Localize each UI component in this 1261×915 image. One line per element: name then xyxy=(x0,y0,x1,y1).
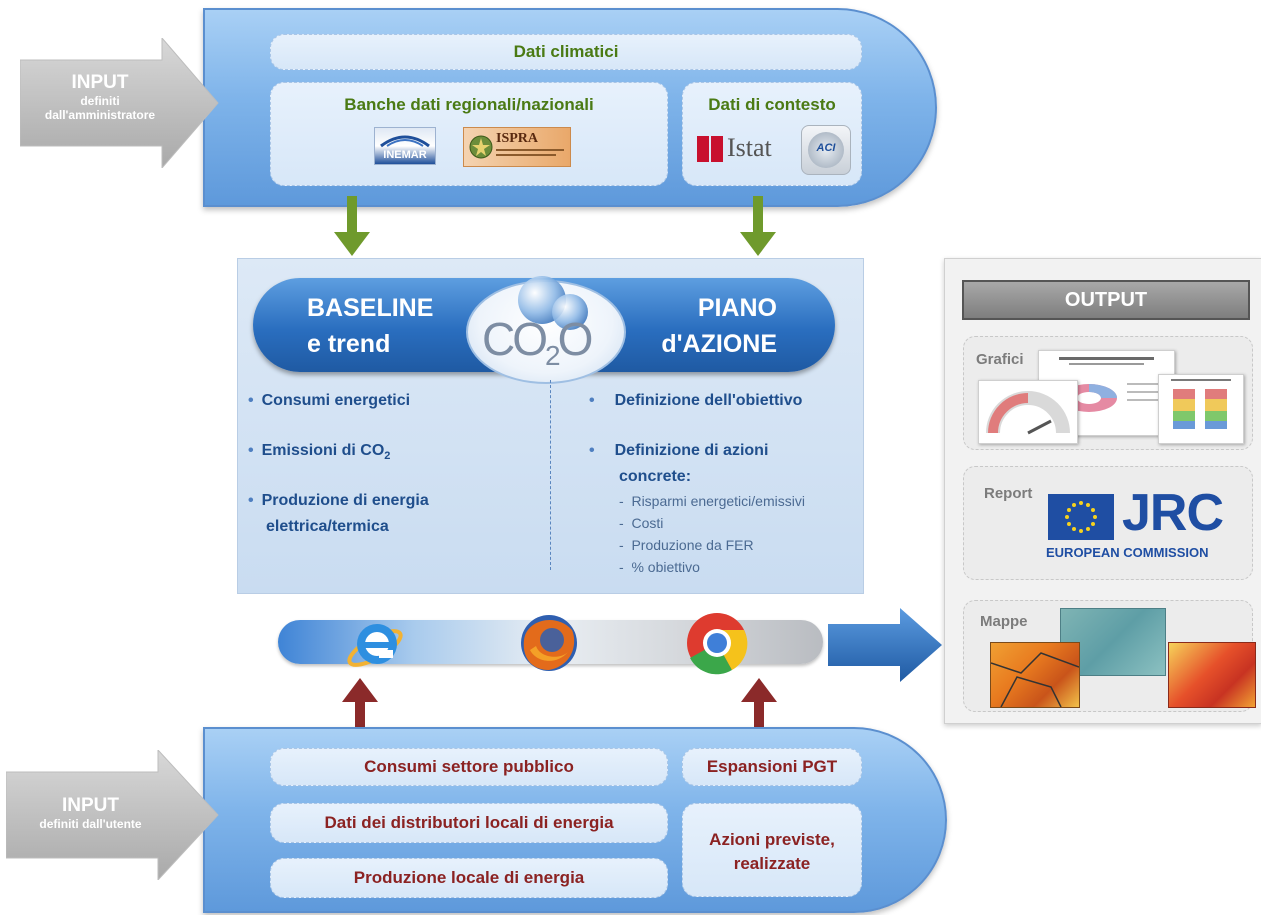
output-charts-label: Grafici xyxy=(976,351,1024,368)
internet-explorer-icon xyxy=(347,624,403,667)
inemar-logo: INEMAR xyxy=(374,127,436,165)
eu-flag-icon xyxy=(1048,494,1114,540)
regional-data-panel: Banche dati regionali/nazionali INEMAR I… xyxy=(270,82,668,186)
red-arrow-left xyxy=(342,678,378,748)
green-arrow-right xyxy=(740,196,776,256)
sub-item-risparmi: - Risparmi energetici/emissivi xyxy=(619,493,805,509)
output-maps-label: Mappe xyxy=(980,613,1028,630)
co2-logo-text: CO2O xyxy=(482,313,593,372)
list-item-azioni: •Definizione di azioni xyxy=(589,442,769,459)
sub-item-obiettivo: - % obiettivo xyxy=(619,559,700,575)
admin-input-sub1: definiti xyxy=(80,94,120,108)
column-divider xyxy=(550,380,551,570)
climate-data-panel: Dati climatici xyxy=(270,34,862,70)
public-consumption-label: Consumi settore pubblico xyxy=(364,757,574,776)
list-item-azioni-line2: concrete: xyxy=(619,468,692,485)
chart-thumbnail-bars xyxy=(1158,374,1244,444)
user-input-title: INPUT xyxy=(62,795,119,816)
output-report-label: Report xyxy=(984,485,1033,502)
pgt-expansions-label: Espansioni PGT xyxy=(706,757,838,776)
local-distributors-label: Dati dei distributori locali di energia xyxy=(324,813,614,832)
regional-data-label: Banche dati regionali/nazionali xyxy=(344,95,594,114)
european-commission-text: EUROPEAN COMMISSION xyxy=(1046,545,1209,560)
planned-actions-line1: Azioni previste, xyxy=(709,830,835,849)
planned-actions-panel: Azioni previste, realizzate xyxy=(682,803,862,897)
admin-input-sub2: dall'amministratore xyxy=(44,108,156,122)
baseline-header: BASELINE e trend xyxy=(307,294,434,358)
action-plan-header: PIANO d'AZIONE xyxy=(661,294,777,358)
context-data-label: Dati di contesto xyxy=(708,95,836,114)
map-thumbnail-orange xyxy=(990,642,1080,708)
user-input-arrow xyxy=(6,750,219,880)
chart-thumbnail-gauge xyxy=(978,380,1078,444)
sub-item-fer: - Produzione da FER xyxy=(619,537,754,553)
list-item-produzione: •Produzione di energia xyxy=(248,492,429,509)
user-input-sub: definiti dall'utente xyxy=(39,817,142,831)
output-title: OUTPUT xyxy=(962,280,1250,320)
local-production-panel: Produzione locale di energia xyxy=(270,858,668,898)
local-distributors-panel: Dati dei distributori locali di energia xyxy=(270,803,668,843)
public-consumption-panel: Consumi settore pubblico xyxy=(270,748,668,786)
admin-input-arrow xyxy=(20,38,219,168)
list-item-obiettivo: •Definizione dell'obiettivo xyxy=(589,392,803,409)
ispra-logo: ISPRA xyxy=(463,127,571,167)
planned-actions-line2: realizzate xyxy=(733,854,811,873)
green-arrow-left xyxy=(334,196,370,256)
map-thumbnail-red xyxy=(1168,642,1256,708)
chrome-icon xyxy=(687,613,748,675)
aci-logo: ACI xyxy=(801,125,851,175)
list-item-produzione-line2: elettrica/termica xyxy=(266,518,389,535)
red-arrow-right xyxy=(741,678,777,748)
local-production-label: Produzione locale di energia xyxy=(353,868,585,887)
sub-item-costi: - Costi xyxy=(619,515,664,531)
admin-input-title: INPUT xyxy=(71,72,129,93)
context-data-panel: Dati di contesto Istat ACI xyxy=(682,82,862,186)
jrc-logo-text: JRC xyxy=(1122,484,1224,542)
list-item-consumi: •Consumi energetici xyxy=(248,392,411,409)
climate-data-label: Dati climatici xyxy=(513,42,619,61)
output-arrow xyxy=(828,608,942,682)
list-item-emissioni: •Emissioni di CO2 xyxy=(248,442,391,463)
co2-bubbles-icon xyxy=(518,276,588,330)
firefox-icon xyxy=(521,615,577,671)
pgt-expansions-panel: Espansioni PGT xyxy=(682,748,862,786)
